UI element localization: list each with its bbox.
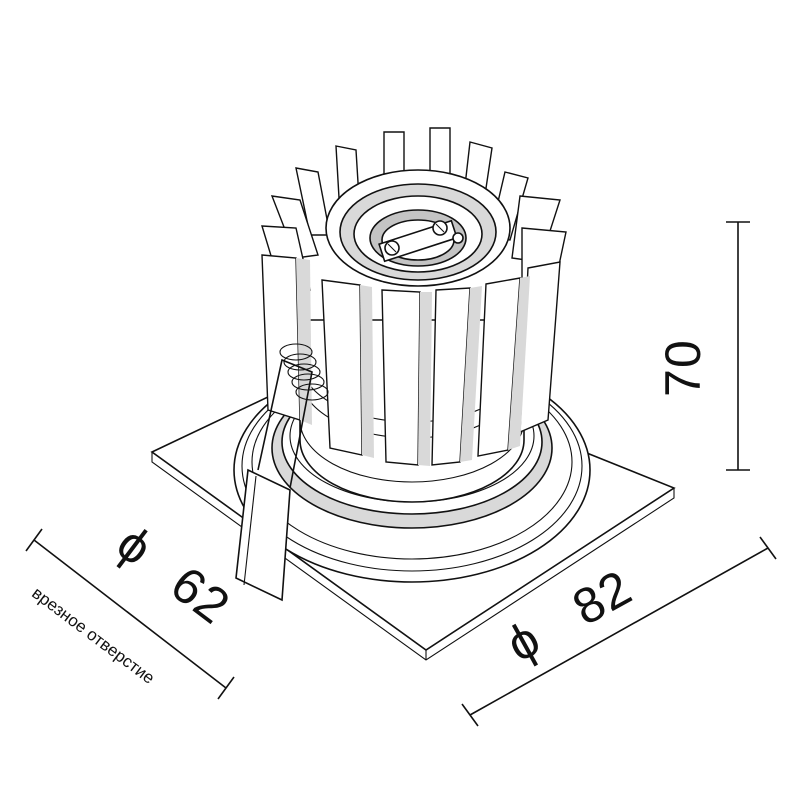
outer-diameter-dimension-line — [461, 536, 777, 727]
height-dimension-line — [726, 221, 750, 471]
spring-clip — [235, 343, 329, 602]
cutout-diameter-value: 62 — [161, 556, 241, 635]
cutout-diameter-symbol: ϕ — [107, 515, 164, 577]
cutout-diameter-dimension-line — [25, 528, 235, 700]
connector-screws — [378, 219, 464, 263]
height-value: 70 — [655, 339, 711, 397]
cutout-diameter-caption: врезное отверстие — [28, 583, 158, 687]
cutout-diameter-label: ϕ 62 — [107, 515, 241, 635]
outer-diameter-value: 82 — [563, 559, 641, 636]
heat-sink — [261, 127, 567, 466]
outer-diameter-symbol: ϕ — [497, 610, 550, 673]
